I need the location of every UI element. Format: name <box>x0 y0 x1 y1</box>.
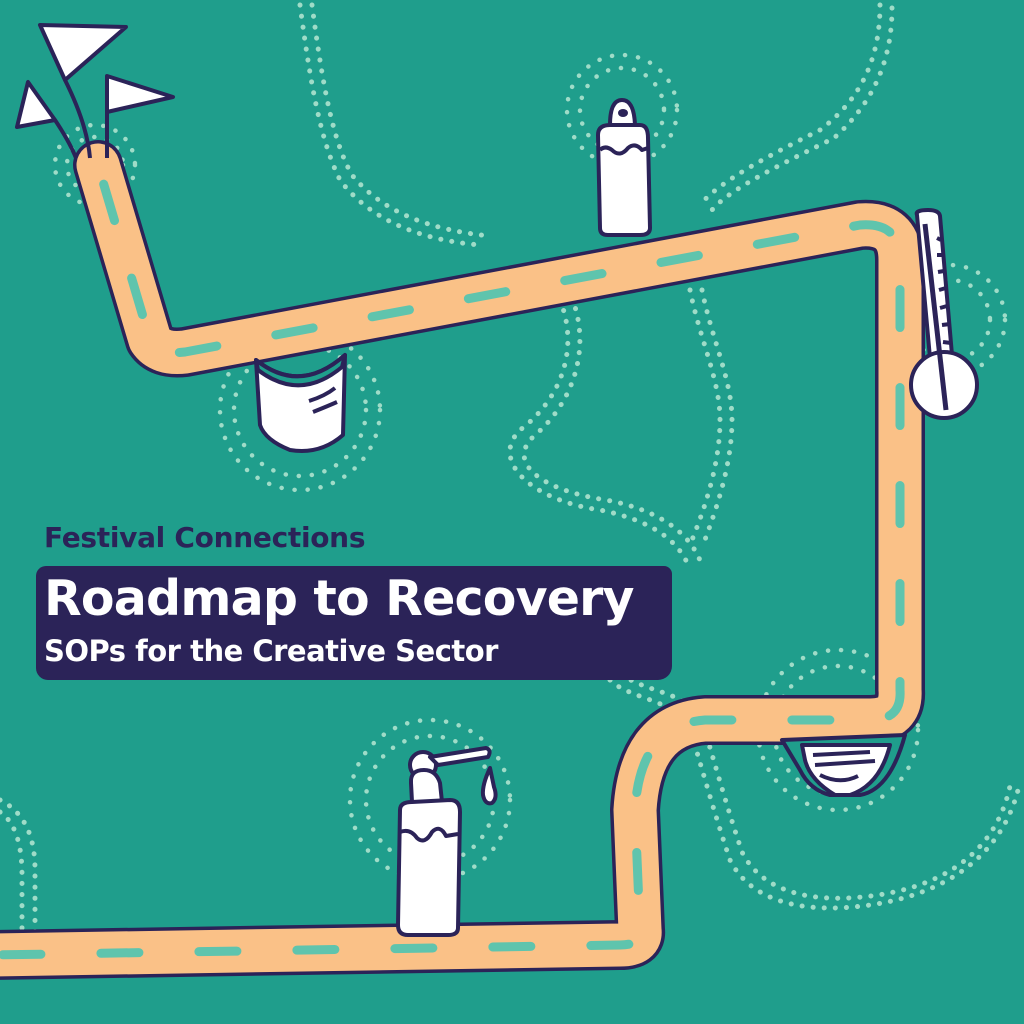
pump-dispenser-icon <box>396 746 498 937</box>
page-title: Roadmap to Recovery <box>44 570 635 627</box>
kicker-text: Festival Connections <box>44 521 366 554</box>
thermometer-icon <box>909 208 979 420</box>
road <box>0 140 926 980</box>
sanitizer-bottle-icon <box>596 98 652 237</box>
title-banner <box>36 566 672 680</box>
face-mask-icon <box>254 353 347 453</box>
flags-icon <box>15 23 175 159</box>
page-subtitle: SOPs for the Creative Sector <box>44 634 498 668</box>
face-mask-icon <box>780 733 907 797</box>
